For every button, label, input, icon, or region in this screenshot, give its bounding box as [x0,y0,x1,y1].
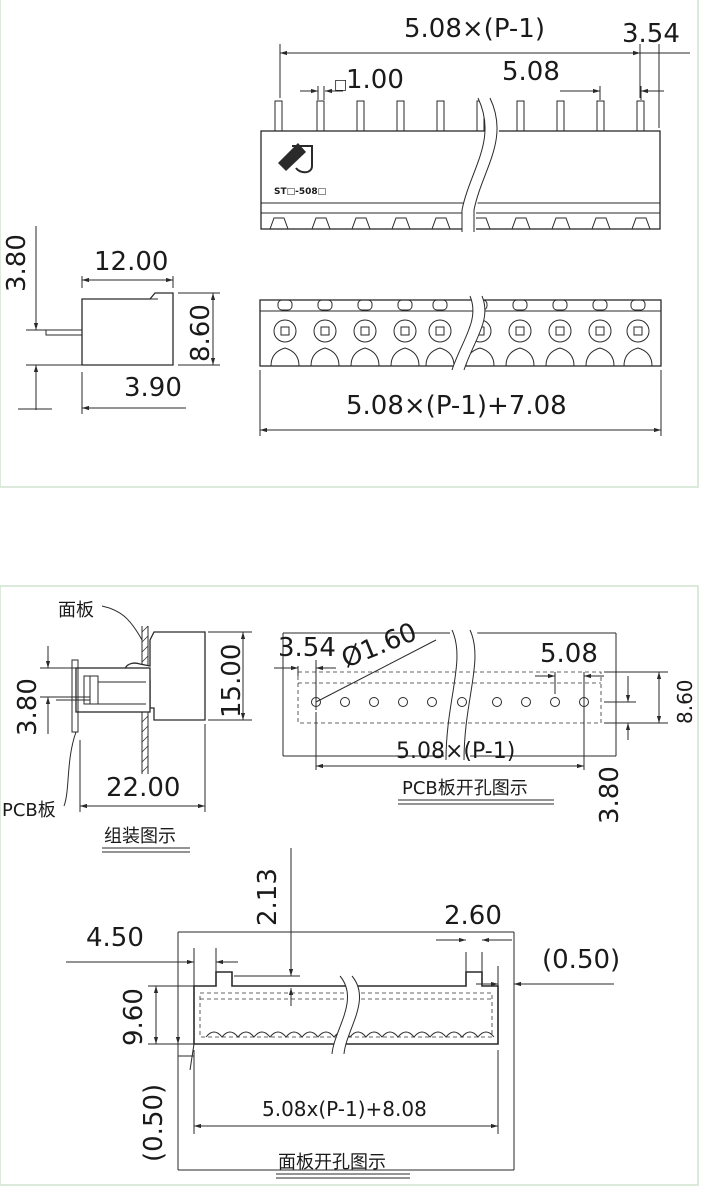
cutout-dim-gap-bottom: (0.50) [139,1084,169,1162]
cutout-dim-tab-height: 2.13 [253,868,283,926]
top-view-pins [274,100,645,132]
cutout-dim-tab-width: 2.60 [444,901,502,931]
side-dim-base: 3.90 [124,373,182,403]
assembly-dim-pin-height: 3.80 [13,678,43,736]
side-dim-height: 8.60 [186,304,216,362]
side-dim-width: 12.00 [94,247,168,277]
cutout-dim-width: 5.08x(P-1)+8.08 [262,1097,427,1121]
panel-cutout-view: 2.13 2.60 4.50 (0.50) 9.60 (0.50) 5.08x(… [66,848,620,1179]
pcb-layout-view: Ø1.60 3.54 5.08 5.08×(P-1) 8.60 3.80 PCB… [274,617,697,824]
front-view: 5.08×(P-1)+7.08 [259,295,662,436]
assembly-dim-height: 15.00 [217,644,247,718]
pcb-caption: PCB板开孔图示 [402,778,528,799]
dim-pin: 1.00 [346,65,404,95]
pcb-dim-height: 8.60 [673,679,697,724]
lower-panel-frame [0,585,699,1186]
top-view-housing [260,130,661,230]
pcb-dim-edge: 3.54 [278,633,336,663]
assembly-caption: 组装图示 [104,826,176,847]
upper-panel-frame [0,0,699,488]
brand-logo [278,143,313,174]
pcb-label: PCB板 [2,800,56,821]
top-view-break [462,98,500,232]
pcb-dim-pitch: 5.08 [540,639,598,669]
panel-label: 面板 [58,600,94,621]
front-dim-total: 5.08×(P-1)+7.08 [346,391,567,421]
front-view-terminals [270,299,653,367]
assembly-pcb [71,659,79,733]
dim-pin-square-symbol: □ [334,77,347,93]
assembly-header [75,667,151,713]
assembly-view: 面板 PCB板 3.80 15.00 22.00 组装图示 [2,600,252,853]
dim-pitch: 5.08 [502,57,560,87]
side-view-body [81,292,174,366]
pcb-dim-offset: 3.80 [595,766,625,824]
pcb-dim-span: 5.08×(P-1) [396,739,515,764]
assembly-dim-depth: 22.00 [106,773,180,803]
side-dim-pin-height: 3.80 [2,234,32,292]
side-view-pin [45,329,83,336]
pcb-dim-hole: Ø1.60 [337,617,421,674]
cutout-dim-height: 9.60 [119,988,149,1046]
dim-span-top: 5.08×(P-1) [404,14,545,44]
top-view: ST□-508□ 5.08×(P-1) 3.54 □ 1.00 5.08 [260,14,690,232]
cutout-caption: 面板开孔图示 [278,1152,386,1173]
dim-edge-top: 3.54 [622,19,680,49]
cutout-dim-gap-right: (0.50) [542,945,620,975]
cutout-dim-left: 4.50 [86,923,144,953]
pcb-footprint-outline [297,671,602,724]
side-view: 12.00 8.60 3.80 3.90 [2,226,220,414]
pcb-holes [311,697,589,707]
part-code-label: ST□-508□ [274,187,326,197]
